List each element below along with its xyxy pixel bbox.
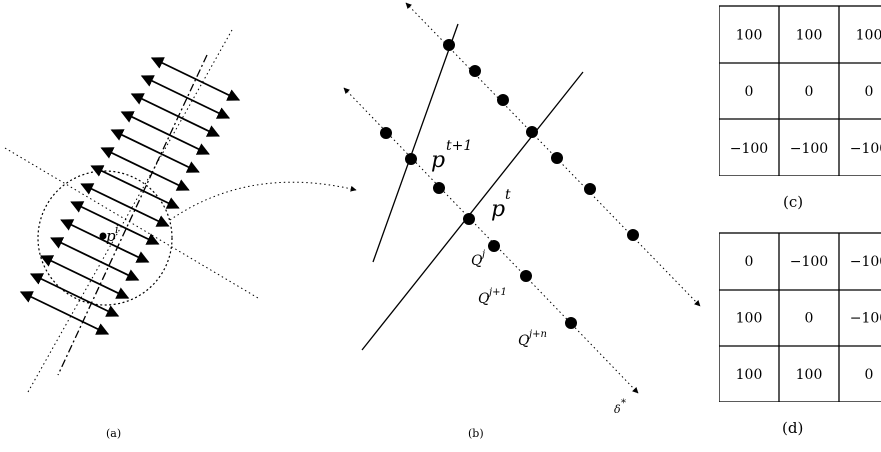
double-arrow [150,57,241,101]
dot [627,229,639,241]
point-p-i-label: p [106,227,116,245]
panel-d: 0 −100 −100 100 0 −100 100 100 0 (d) [719,232,881,437]
caption-a: (a) [106,427,121,440]
label-delta: δ [614,403,621,416]
caption-b: (b) [468,427,484,440]
dot [520,270,532,282]
dotted-arrow-lower [343,87,639,394]
grid-cell: −100 [790,141,828,157]
dot [469,65,481,77]
label-delta-sup: * [621,398,626,409]
solid-line-lower [361,71,584,351]
label-p-t-sup: t [505,187,511,203]
dash-dot-axis [57,54,208,376]
label-q-j-sup: j [480,249,485,260]
grid-c-cells: 100 100 100 0 0 0 −100 −100 −100 [730,27,881,156]
point-p-i-sup: i [115,223,119,236]
grid-cell: 0 [745,254,754,270]
dotted-arrow-upper [405,2,701,307]
grid-cell: −100 [850,254,881,270]
dot [380,127,392,139]
label-p-t: p [491,197,505,222]
dot [565,317,577,329]
label-p-t1: p [431,148,445,173]
double-arrow [60,219,150,263]
dot [497,94,509,106]
grid-cell: 100 [736,27,763,43]
grid-cell: 100 [796,27,823,43]
dot [405,153,417,165]
label-q-jn: Q [518,333,530,349]
caption-d: (d) [782,419,803,437]
grid-cell: 0 [805,84,814,100]
panel-c: 100 100 100 0 0 0 −100 −100 −100 (c) [719,5,881,211]
grid-c-outline [719,5,881,176]
grid-d-outline [719,232,881,402]
dot [463,213,475,225]
dot [433,182,445,194]
dotted-diagonal-line [27,29,233,393]
dot [584,183,596,195]
grid-cell: 0 [865,84,874,100]
label-p-t1-sup: t+1 [446,138,472,154]
point-p-i [99,232,107,240]
caption-c: (c) [783,193,803,211]
double-arrow [19,291,110,335]
grid-cell: 100 [736,310,763,326]
grid-cell: −100 [850,310,881,326]
dot [551,152,563,164]
dot [488,240,500,252]
grid-cell: −100 [730,141,768,157]
label-q-j1: Q [478,291,490,307]
grid-cell: −100 [850,141,881,157]
panel-a: p i (a) [4,29,259,440]
double-arrow [140,75,231,119]
grid-cell: 0 [865,367,874,383]
grid-cell: 100 [796,367,823,383]
grid-cell: −100 [790,254,828,270]
dotted-cross-line [4,147,259,299]
double-arrow [90,165,180,209]
dot [443,39,455,51]
dot [526,126,538,138]
dotted-connector-arrow [169,181,357,221]
grid-cell: 0 [805,310,814,326]
label-q-j1-sup: j+1 [487,287,507,298]
label-q-jn-sup: j+n [527,329,547,340]
grid-cell: 0 [745,84,754,100]
label-q-j: Q [471,253,483,269]
double-arrow [110,129,200,173]
grid-cell: 100 [856,27,881,43]
panel-b: p t+1 p t Q j Q j+1 Q j+n δ * (b) [343,2,701,440]
double-arrow [130,93,220,137]
double-arrow [40,255,130,299]
grid-cell: 100 [736,367,763,383]
double-arrow-group [19,57,241,335]
grid-d-cells: 0 −100 −100 100 0 −100 100 100 0 [736,254,881,383]
